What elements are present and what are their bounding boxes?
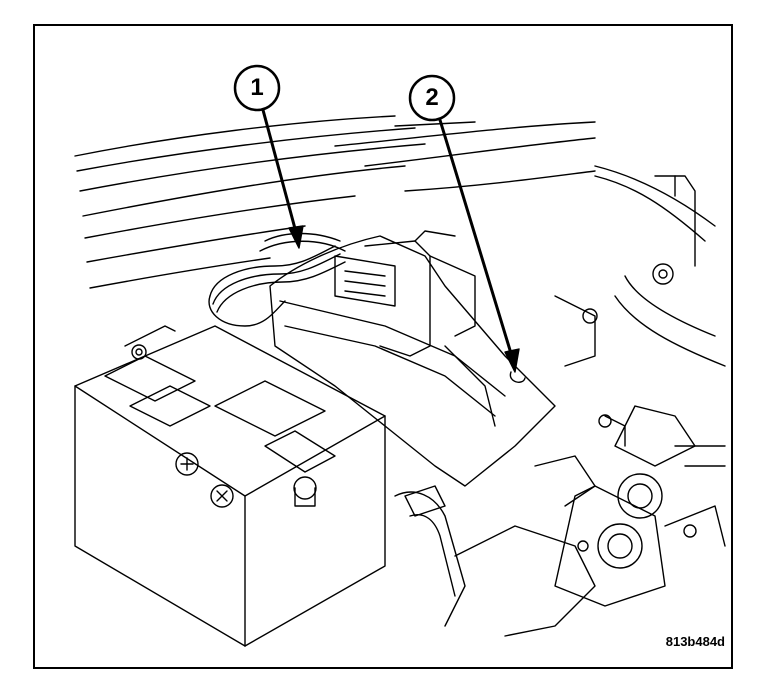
pdc-box	[269, 230, 556, 487]
callout-1-graphic	[233, 64, 304, 249]
hose	[394, 455, 596, 637]
valve-assembly	[554, 473, 726, 607]
hood-lines	[74, 115, 596, 289]
right-structure	[554, 165, 726, 467]
callout-2-label: 2	[425, 84, 439, 111]
figure-code: 813b484d	[665, 634, 725, 649]
diagram-frame: 1 2 813b484d	[33, 24, 733, 669]
callout-2-graphic	[408, 74, 526, 383]
battery	[74, 325, 386, 647]
engine-bay-illustration	[74, 64, 726, 647]
callout-1-label: 1	[250, 74, 264, 101]
